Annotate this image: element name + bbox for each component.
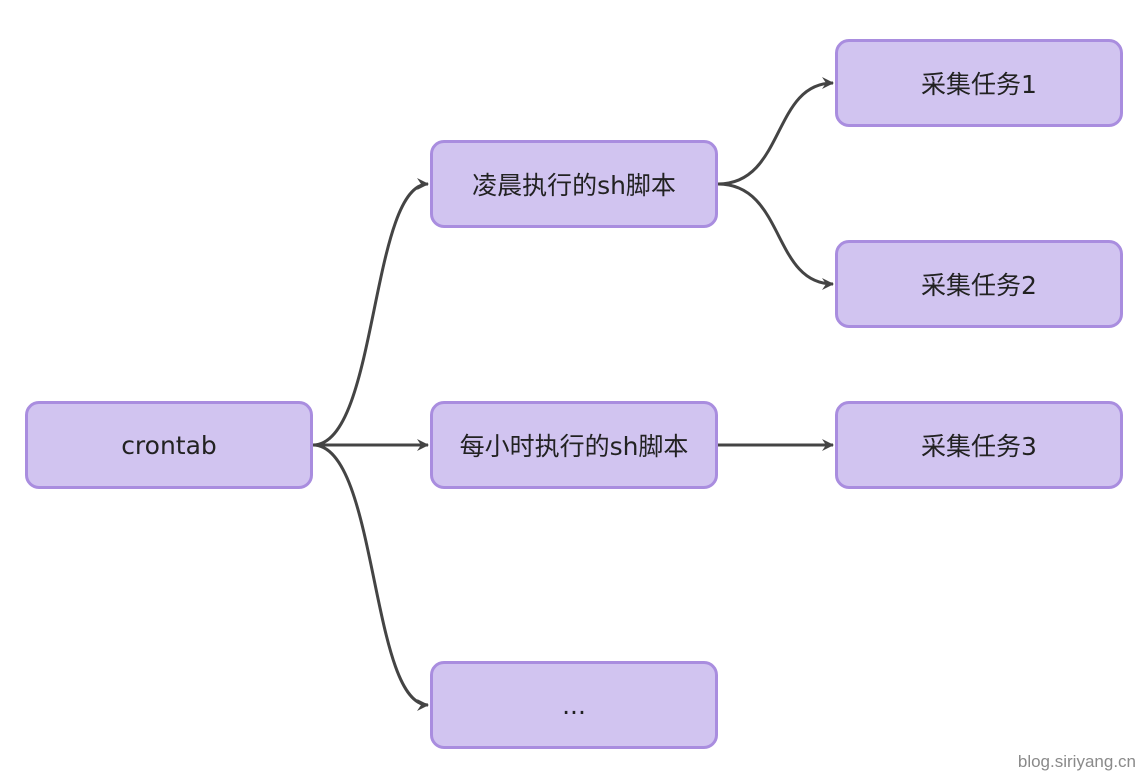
node-task3: 采集任务3 <box>835 401 1123 489</box>
node-morning-script: 凌晨执行的sh脚本 <box>430 140 718 228</box>
node-crontab-label: crontab <box>121 430 217 460</box>
node-task1: 采集任务1 <box>835 39 1123 127</box>
edge-morning-script-to-task1 <box>717 77 834 186</box>
node-morning-script-label: 凌晨执行的sh脚本 <box>472 171 676 200</box>
node-task1-label: 采集任务1 <box>921 70 1037 99</box>
watermark: blog.siriyang.cn <box>1017 752 1136 771</box>
node-task3-label: 采集任务3 <box>921 432 1037 461</box>
edge-crontab-to-morning-script <box>312 178 429 447</box>
edge-crontab-to-ellipsis <box>312 443 429 711</box>
node-task2: 采集任务2 <box>835 240 1123 328</box>
node-crontab: crontab <box>25 401 313 489</box>
node-hourly-script-label: 每小时执行的sh脚本 <box>459 432 689 461</box>
node-ellipsis: ... <box>430 661 718 749</box>
node-hourly-script: 每小时执行的sh脚本 <box>430 401 718 489</box>
node-task2-label: 采集任务2 <box>921 271 1037 300</box>
node-ellipsis-label: ... <box>562 690 586 720</box>
edge-morning-script-to-task2 <box>717 182 834 290</box>
